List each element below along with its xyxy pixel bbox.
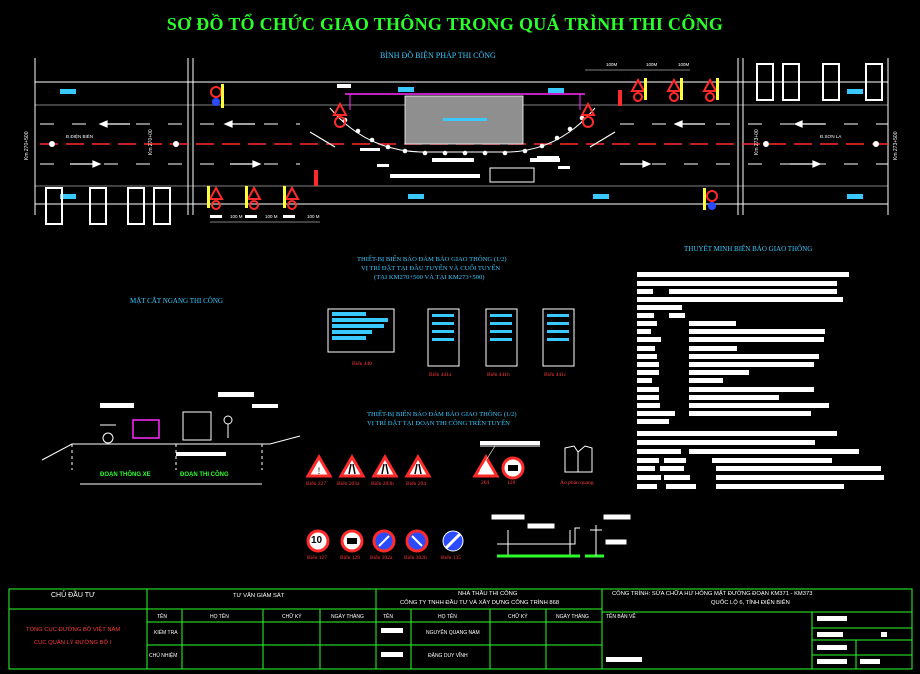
title-block xyxy=(8,588,913,670)
section-callouts xyxy=(100,392,278,456)
notes-table xyxy=(637,272,884,489)
sign-label-227: Biển 227 xyxy=(306,481,327,487)
project-line-1: CÔNG TRÌNH: SỬA CHỮA HƯ HỎNG MẶT ĐƯỜNG Đ… xyxy=(612,591,813,597)
sign-label-204: Biển 204 xyxy=(406,481,427,487)
end-signs xyxy=(45,63,883,225)
plan-title: BÌNH ĐỒ BIỆN PHÁP THI CÔNG xyxy=(380,51,496,60)
page-title: SƠ ĐỒ TỔ CHỨC GIAO THÔNG TRONG QUÁ TRÌNH… xyxy=(166,14,724,34)
row-label-check: KIỂM TRA xyxy=(154,630,178,636)
km-left-2: Km 270+00 xyxy=(148,129,154,155)
cross-section xyxy=(41,411,301,485)
sign-label-203b: Biển 203b xyxy=(371,481,394,487)
dim-top-3: 100M xyxy=(678,62,690,67)
sign-label-135: Biển 135 xyxy=(441,555,462,561)
col-header-name-2: TÊN xyxy=(383,614,393,620)
col-header-name-1: TÊN xyxy=(157,614,167,620)
km-right-1: Km 273+00 xyxy=(754,129,760,155)
km-right-2: Km 273+500 xyxy=(893,131,899,161)
sign-label-128-small: 128 xyxy=(507,480,516,486)
col-header-date-2: NGÀY THÁNG xyxy=(556,614,589,620)
col-header-sign-2: CHỮ KÝ xyxy=(508,614,528,620)
prohibition-signs xyxy=(306,529,464,553)
dim-top-2: 100M xyxy=(646,62,658,67)
white-marks xyxy=(210,84,570,218)
col-header-fullname-1: HỌ TÊN xyxy=(210,614,229,620)
dim-bottom-3: 100 M xyxy=(307,214,320,219)
section-title: MẶT CẮT NGANG THI CÔNG xyxy=(130,297,223,305)
dim-bottom-1: 100 M xyxy=(230,214,243,219)
traffic-arrows xyxy=(70,120,825,168)
sign-label-441a: Biển 441a xyxy=(429,372,452,378)
sign-label-204-small: 204 xyxy=(481,480,490,486)
supervisor-header: TƯ VẤN GIÁM SÁT xyxy=(233,593,285,599)
km-left-1: Km 270+500 xyxy=(24,131,30,161)
dimension-lines xyxy=(210,69,690,223)
road-markings xyxy=(60,87,863,199)
road-dir-right: Đ.SƠN LA xyxy=(820,134,842,139)
drawing-name-label: TÊN BẢN VẼ xyxy=(606,614,636,620)
row-label-lead: CHỦ NHIỆM xyxy=(149,653,178,659)
speed-limit-value: 10 xyxy=(311,535,323,546)
dim-bottom-2: 100 M xyxy=(265,214,278,219)
detail-drawing xyxy=(491,514,631,558)
owner-header: CHỦ ĐẦU TƯ xyxy=(51,592,95,599)
owner-name-1: TỔNG CỤC ĐƯỜNG BỘ VIỆT NAM xyxy=(26,627,121,633)
svg-text:!: ! xyxy=(318,466,321,476)
signs-block2-line2: VỊ TRÍ ĐẶT TẠI ĐOẠN THI CÔNG TRÊN TUYẾN xyxy=(367,420,510,427)
person-2: ĐẶNG DUY VĨNH xyxy=(428,653,468,659)
section-label-construction: ĐOẠN THI CÔNG xyxy=(180,472,229,478)
owner-name-2: CỤC QUẢN LÝ ĐƯỜNG BỘ I xyxy=(34,640,112,646)
sign-label-440: Biển 440 xyxy=(352,361,373,367)
construction-zone xyxy=(329,93,596,156)
signs-block1-line2: VỊ TRÍ ĐẶT TẠI ĐẦU TUYẾN VÀ CUỐI TUYẾN xyxy=(361,265,501,272)
signs-block1-line1: THIẾT-BỊ BIỂN BÁO ĐẢM BẢO GIAO THÔNG (1/… xyxy=(357,256,507,263)
warning-signs: ! xyxy=(305,454,525,480)
notes-title: THUYẾT MINH BIỂN BÁO GIAO THÔNG xyxy=(684,245,813,253)
contractor-header-2: CÔNG TY TNHH ĐẦU TƯ VÀ XÂY DỰNG CÔNG TRÌ… xyxy=(400,600,560,606)
signs-block1-line3: (TẠI KM270+500 VÀ TẠI KM273+500) xyxy=(374,274,485,281)
km-posts xyxy=(49,141,879,147)
section-label-traffic: ĐOẠN THÔNG XE xyxy=(100,472,151,478)
sign-label-127: Biển 127 xyxy=(307,555,328,561)
dim-top-1: 100M xyxy=(606,62,618,67)
col-header-fullname-2: HỌ TÊN xyxy=(438,614,457,620)
sign-label-441b: Biển 441b xyxy=(487,372,510,378)
sign-label-302a: Biển 302a xyxy=(370,555,393,561)
title-block-fills xyxy=(381,616,887,664)
road-plan xyxy=(34,58,889,215)
plan-signs xyxy=(207,77,719,210)
sign-boards xyxy=(327,308,575,367)
sign-label-302b: Biển 302b xyxy=(404,555,427,561)
sign-label-128: Biển 128 xyxy=(340,555,361,561)
sign-board-text xyxy=(332,312,569,341)
project-line-2: QUỐC LỘ 6, TỈNH ĐIỆN BIÊN xyxy=(711,600,790,606)
signs-block2-line1: THIẾT-BỊ BIỂN BÁO ĐẢM BẢO GIAO THÔNG (1/… xyxy=(367,411,517,418)
sign-label-203a: Biển 203a xyxy=(337,481,360,487)
col-header-sign-1: CHỮ KÝ xyxy=(282,614,302,620)
person-1: NGUYỄN QUANG NAM xyxy=(426,630,480,636)
col-header-date-1: NGÀY THÁNG xyxy=(331,614,364,620)
warning-callouts xyxy=(479,441,593,473)
sign-label-441c: Biển 441c xyxy=(544,372,567,378)
vest-label: Áo phản quang xyxy=(560,480,594,486)
road-dir-left: Đ.ĐIỆN BIÊN xyxy=(66,134,94,139)
contractor-header-1: NHÀ THẦU THI CÔNG xyxy=(458,591,518,597)
